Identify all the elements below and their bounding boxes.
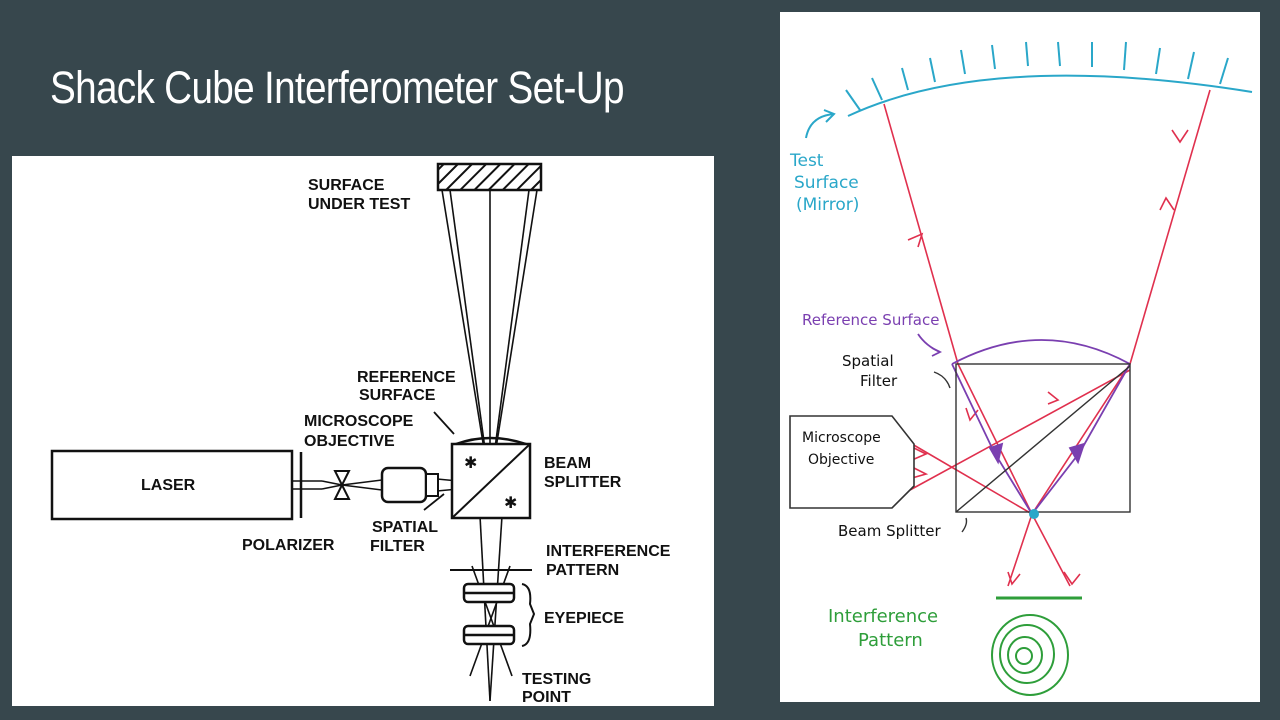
svg-text:Filter: Filter (860, 372, 898, 390)
microscope-objective (380, 466, 428, 504)
beam-splitter-label: BEAM (544, 455, 591, 472)
ray-paths (883, 89, 1211, 587)
lens (333, 470, 351, 500)
svg-text:PATTERN: PATTERN (546, 562, 619, 579)
shack-cube-schematic: LASER ✱ ✱ (50, 162, 671, 706)
beam-splitter-cube: ✱ ✱ (450, 436, 532, 520)
hand-drawn-sketch: Test Surface (Mirror) Reference Surface … (789, 41, 1253, 696)
surface-under-test-label: SURFACE (308, 177, 385, 194)
reference-surface-label: Reference Surface (802, 311, 939, 329)
spatial-filter-label: SPATIAL (372, 519, 438, 536)
interference-rings (991, 614, 1069, 696)
svg-text:Pattern: Pattern (858, 630, 923, 651)
interference-pattern-label: Interference (828, 606, 938, 627)
microscope-objective-outline (789, 415, 915, 509)
testing-point-label: TESTING (522, 671, 591, 688)
svg-text:FILTER: FILTER (370, 538, 425, 555)
svg-text:✱: ✱ (504, 495, 517, 512)
test-surface-mirror (805, 41, 1253, 139)
sketch-panel: Test Surface (Mirror) Reference Surface … (780, 12, 1260, 702)
spatial-leader (423, 493, 445, 511)
reference-surface-label: REFERENCE (357, 369, 456, 386)
beam-splitter-cube (933, 363, 1131, 513)
svg-text:OBJECTIVE: OBJECTIVE (304, 433, 395, 450)
svg-text:SPLITTER: SPLITTER (544, 474, 622, 491)
svg-text:(Mirror): (Mirror) (796, 195, 859, 215)
svg-text:UNDER TEST: UNDER TEST (308, 196, 410, 213)
laser-box (50, 449, 294, 521)
slide-title: Shack Cube Interferometer Set-Up (50, 62, 625, 113)
beam-splitter-label: Beam Splitter (838, 522, 941, 540)
reference-surface (917, 333, 1131, 515)
test-surface-label: Test (789, 151, 824, 171)
eyepiece-lenses (462, 582, 516, 646)
focus-point (1029, 509, 1039, 519)
ray-cone (441, 189, 538, 702)
spatial-filter-label: Spatial (842, 352, 894, 370)
svg-text:POINT: POINT (522, 689, 571, 706)
schematic-panel: LASER ✱ ✱ (12, 156, 714, 706)
interference-pattern-label: INTERFERENCE (546, 543, 671, 560)
microscope-objective-label: Microscope (802, 430, 881, 446)
surface-under-test (436, 162, 543, 192)
svg-text:SURFACE: SURFACE (359, 387, 436, 404)
eyepiece-bracket (521, 583, 536, 647)
eyepiece-label: EYEPIECE (544, 610, 624, 627)
polarizer-label: POLARIZER (242, 537, 335, 554)
laser-label: LASER (141, 477, 196, 494)
svg-text:Objective: Objective (808, 452, 874, 468)
microscope-objective-label: MICROSCOPE (304, 413, 414, 430)
reference-leader (433, 411, 455, 435)
svg-text:Surface: Surface (794, 173, 859, 193)
svg-text:✱: ✱ (464, 455, 477, 472)
